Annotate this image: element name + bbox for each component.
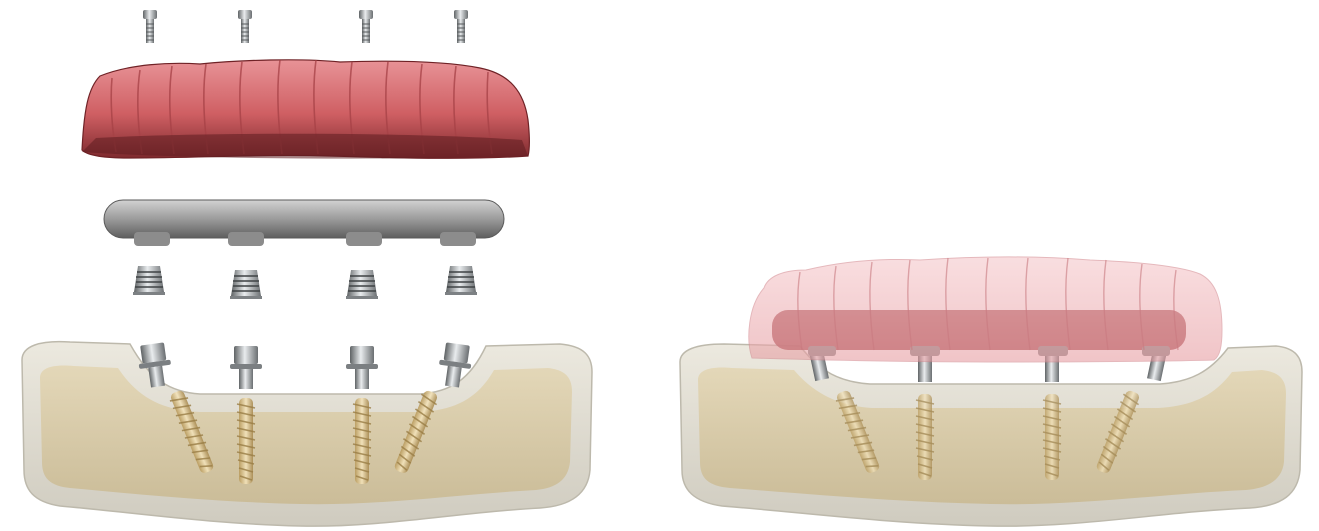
abutment-icon bbox=[133, 266, 477, 299]
screw-icon bbox=[143, 10, 468, 43]
jaw-bone-block-assembled bbox=[680, 344, 1302, 526]
gum-prosthesis-assembled bbox=[749, 257, 1222, 362]
framework-bar bbox=[104, 200, 504, 246]
exploded-view-panel bbox=[22, 10, 592, 526]
assembled-view-panel bbox=[680, 257, 1302, 526]
jaw-bone-block bbox=[22, 342, 592, 527]
gum-prosthesis bbox=[82, 60, 530, 159]
